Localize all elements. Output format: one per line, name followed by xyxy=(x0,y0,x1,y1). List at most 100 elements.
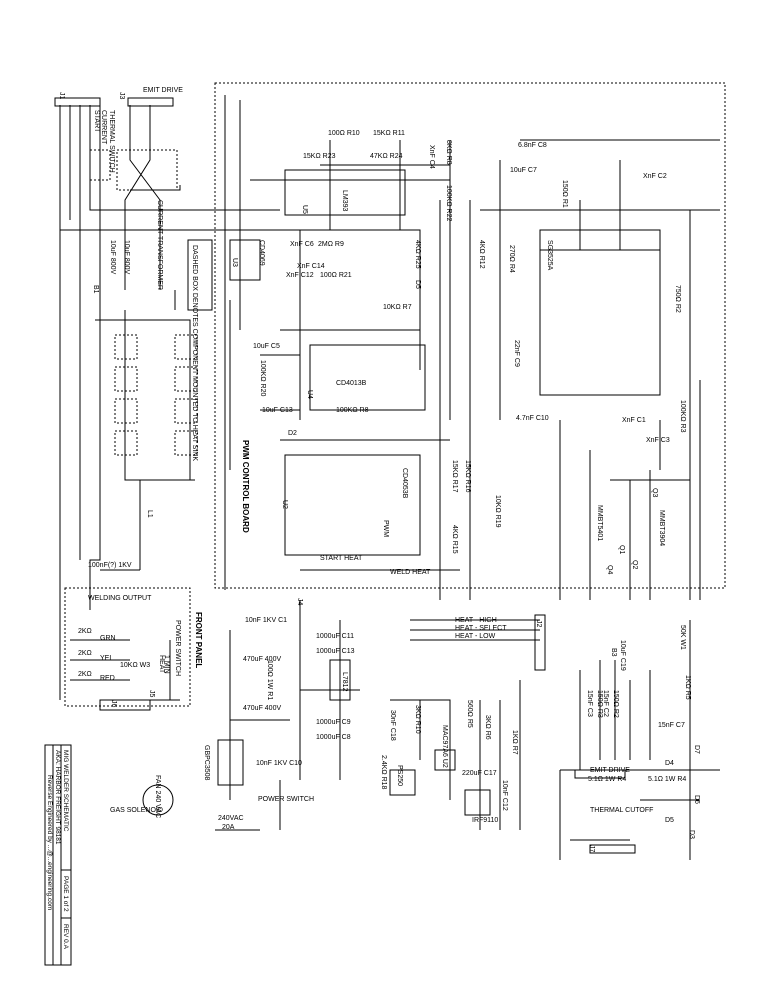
component-label: 2.4KΩ R18 xyxy=(380,755,387,790)
component-label: XnF C6 xyxy=(290,241,314,248)
component-label: 15KΩ R17 xyxy=(451,460,458,493)
component-label: 8KΩ R8 xyxy=(445,140,452,165)
component-label: 3KΩ R10 xyxy=(414,705,421,734)
component-symbols xyxy=(54,97,661,854)
component-label: XnF C14 xyxy=(297,263,325,270)
component-label: 100Ω R21 xyxy=(320,272,352,279)
component-label: 22nF C9 xyxy=(513,340,520,367)
ic-lm393 xyxy=(284,169,406,216)
component-label: 4KΩ R15 xyxy=(451,525,458,554)
title-text: MIG WELDER SCHEMATIC xyxy=(62,750,69,832)
component-label: J6 xyxy=(110,700,117,708)
component-label: 5.1Ω 1W R4 xyxy=(648,776,686,783)
triac-u2 xyxy=(434,749,456,771)
component-label: 15nF C7 xyxy=(658,722,685,729)
component-label: 2KΩ xyxy=(78,628,92,635)
connector-j6 xyxy=(589,844,636,854)
component-label: 1KΩ R5 xyxy=(684,675,691,700)
component-label: 10KΩ R7 xyxy=(383,304,412,311)
component-label: Q4 xyxy=(606,565,613,574)
component-label: IRF9110 xyxy=(472,817,498,824)
component-label: 15nF C2 xyxy=(602,690,609,717)
component-label: 30nF C18 xyxy=(389,710,396,741)
component-label: DASHED BOX DENOTES COMPONENT MOUNTED TO … xyxy=(191,245,198,461)
ic-cd4053b xyxy=(284,454,421,556)
component-label: U3 xyxy=(231,258,238,267)
component-label: J1 xyxy=(58,92,65,100)
component-label: FAN 240 VAC xyxy=(154,775,161,818)
component-label: J2 xyxy=(535,620,542,628)
component-label: 10uF C13 xyxy=(262,407,293,414)
welding-output-label: WELDING OUTPUT xyxy=(88,595,152,602)
rectifier-diode xyxy=(114,366,138,392)
component-label: D5 xyxy=(414,280,421,289)
page-number: PAGE 1 of 2 xyxy=(62,876,69,912)
component-label: B3 xyxy=(610,648,617,657)
pwm-board-boundary xyxy=(214,82,726,589)
component-label: J5 xyxy=(148,690,155,698)
component-label: HEAT xyxy=(158,655,165,674)
component-label: 150Ω R2 xyxy=(612,690,619,718)
component-label: POWER SWITCH xyxy=(258,796,314,803)
component-label: 100nF(?) 1KV xyxy=(88,562,132,569)
component-label: 20A xyxy=(222,824,235,831)
wire xyxy=(89,290,101,610)
component-label: D7 xyxy=(693,745,700,754)
component-label: 470uF 400V xyxy=(243,656,281,663)
component-label: XnF C4 xyxy=(428,145,435,169)
component-label: 220uF C17 xyxy=(462,770,497,777)
component-label: WELD HEAT xyxy=(390,569,431,576)
component-label: 6.8nF C8 xyxy=(518,142,547,149)
component-label: L7812 xyxy=(341,672,348,692)
component-label: J3 xyxy=(118,92,125,100)
component-label: PS250 xyxy=(396,765,403,786)
rectifier-diode xyxy=(174,398,198,424)
component-label: 750Ω R2 xyxy=(674,285,681,313)
component-label: 2KΩ xyxy=(78,650,92,657)
component-label: 270Ω R4 xyxy=(508,245,515,273)
component-label: 100KΩ R3 xyxy=(679,400,686,433)
fan-motor-icon xyxy=(142,784,174,816)
component-label: 4.7nF C10 xyxy=(516,415,549,422)
component-label: 1000uF C11 xyxy=(316,633,354,640)
component-label: Q2 xyxy=(631,560,638,569)
connector-j3 xyxy=(127,97,174,107)
component-label: 4KΩ R12 xyxy=(478,240,485,269)
component-label: J7 xyxy=(588,845,595,853)
component-label: J4 xyxy=(296,598,303,606)
wire xyxy=(129,105,161,290)
ic-cd4069 xyxy=(229,239,261,281)
wire xyxy=(309,344,426,411)
component-label: 10nF 1KV C1 xyxy=(245,617,287,624)
ic-cd4013b xyxy=(309,344,426,411)
wire xyxy=(124,105,151,290)
heatsink-transistor-box xyxy=(116,149,178,191)
component-label: EMIT DRIVE xyxy=(143,87,183,94)
component-label: CD4013B xyxy=(336,380,367,387)
rectifier-diode xyxy=(174,334,198,360)
component-label: MMBT5401 xyxy=(596,505,603,541)
ic-sg3525a xyxy=(539,229,661,396)
component-label: PWM xyxy=(382,520,389,537)
component-label: D3 xyxy=(688,830,695,839)
component-label: 240VAC xyxy=(218,815,244,822)
component-label: B1 xyxy=(92,285,99,294)
component-label: POWER SWITCH xyxy=(174,620,181,676)
component-label: XnF C3 xyxy=(646,437,670,444)
component-label: 100Ω 1W R1 xyxy=(266,660,273,700)
component-label: 47KΩ R24 xyxy=(370,153,403,160)
component-label: 3KΩ R6 xyxy=(484,715,491,740)
component-label: 10uF C7 xyxy=(510,167,537,174)
component-label: MMBT3904 xyxy=(658,510,665,546)
component-label: 15nF C3 xyxy=(586,690,593,717)
component-label: MAC97A6 U2 xyxy=(441,725,448,768)
optocoupler-u4 xyxy=(389,769,416,796)
component-label: THERMAL SWITCH xyxy=(108,110,115,173)
component-label: 10uF C19 xyxy=(619,640,626,671)
component-label: 1KΩ R7 xyxy=(511,730,518,755)
component-label: XnF C1 xyxy=(622,417,646,424)
component-label: 10uF C5 xyxy=(253,343,280,350)
component-label: RED xyxy=(100,675,115,682)
front-panel-boundary xyxy=(64,587,191,707)
